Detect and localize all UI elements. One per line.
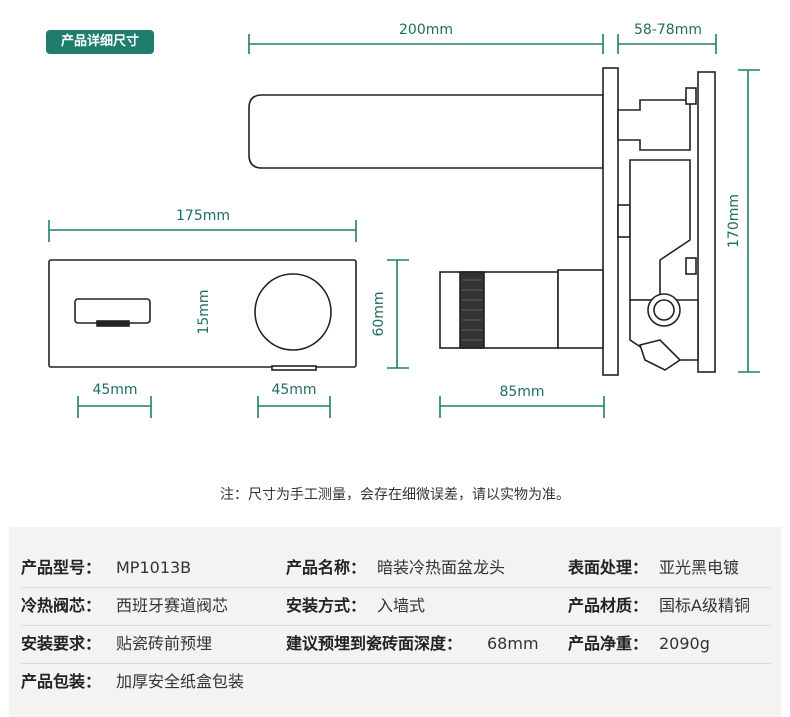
spec-row: 安装要求： 贴瓷砖前预埋 建议预埋到瓷砖面深度： 68mm 产品净重： 2090… bbox=[21, 625, 771, 664]
label-total-height: 170mm bbox=[726, 194, 742, 248]
front-view bbox=[48, 259, 357, 371]
spec-value: 贴瓷砖前预埋 bbox=[116, 634, 213, 653]
spec-row: 产品型号： MP1013B 产品名称： 暗装冷热面盆龙头 表面处理： 亚光黑电镀 bbox=[21, 549, 771, 588]
dim-line-total-height bbox=[738, 69, 760, 373]
spec-value: 亚光黑电镀 bbox=[659, 558, 740, 577]
spec-label: 建议预埋到瓷砖面深度： bbox=[286, 634, 463, 653]
spec-value: 入墙式 bbox=[377, 596, 426, 615]
label-plate-height: 60mm bbox=[371, 291, 387, 336]
label-knob-offset: 45mm bbox=[271, 382, 316, 398]
spec-label: 冷热阀芯： bbox=[21, 596, 102, 615]
label-plate-width: 175mm bbox=[176, 208, 230, 224]
spec-label: 安装要求： bbox=[21, 634, 102, 653]
label-outlet-height: 15mm bbox=[196, 289, 212, 334]
spec-label: 表面处理： bbox=[568, 558, 649, 577]
spec-value: 西班牙赛道阀芯 bbox=[116, 596, 229, 615]
spec-label: 产品包装： bbox=[21, 672, 102, 691]
label-wall-depth: 58-78mm bbox=[634, 22, 702, 38]
dim-line-knob-offset bbox=[257, 396, 331, 418]
spec-value: 暗装冷热面盆龙头 bbox=[377, 558, 506, 577]
spec-label: 产品净重： bbox=[568, 634, 649, 653]
dim-line-plate-height bbox=[387, 259, 409, 369]
spec-value: 国标A级精铜 bbox=[659, 596, 750, 615]
dim-line-plate-width bbox=[48, 220, 357, 242]
dim-line-spout-length bbox=[248, 34, 604, 54]
spec-label: 产品材质： bbox=[568, 596, 649, 615]
dim-line-body-length bbox=[439, 396, 605, 418]
label-spout-length: 200mm bbox=[399, 22, 453, 38]
dimension-drawing: 200mm 58-78mm 175mm 45mm 45mm 85mm 60mm … bbox=[48, 22, 760, 418]
spec-table: 产品型号： MP1013B 产品名称： 暗装冷热面盆龙头 表面处理： 亚光黑电镀… bbox=[9, 527, 781, 717]
spec-label: 产品型号： bbox=[21, 558, 102, 577]
spec-row: 冷热阀芯： 西班牙赛道阀芯 安装方式： 入墙式 产品材质： 国标A级精铜 bbox=[21, 587, 771, 626]
side-view bbox=[248, 67, 716, 376]
spec-value: MP1013B bbox=[116, 558, 192, 577]
spec-label: 安装方式： bbox=[286, 596, 367, 615]
section-badge: 产品详细尺寸 bbox=[46, 30, 154, 54]
spec-value: 68mm bbox=[487, 634, 539, 653]
label-outlet-offset: 45mm bbox=[92, 382, 137, 398]
dim-line-wall-depth bbox=[617, 34, 717, 54]
spec-value: 加厚安全纸盒包装 bbox=[116, 672, 245, 691]
dim-line-outlet-offset bbox=[77, 396, 152, 418]
spec-value: 2090g bbox=[659, 634, 710, 653]
spec-label: 产品名称： bbox=[286, 558, 367, 577]
measurement-note: 注：尺寸为手工测量，会存在细微误差，请以实物为准。 bbox=[220, 487, 570, 503]
label-body-length: 85mm bbox=[499, 384, 544, 400]
spec-row: 产品包装： 加厚安全纸盒包装 bbox=[21, 663, 771, 701]
